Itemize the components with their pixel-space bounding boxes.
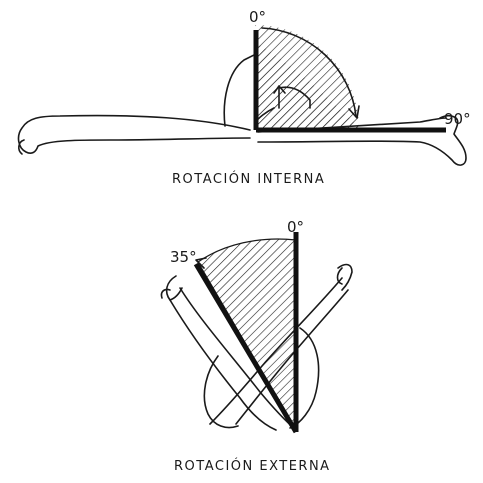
external-rotation-caption: ROTACIÓN EXTERNA — [174, 458, 331, 474]
internal-zero-label: 0° — [249, 8, 266, 26]
external-rotation-figure: 0° 35° ROTACIÓN EXTERNA — [161, 218, 352, 474]
external-rotation-hatched-sector — [198, 239, 296, 430]
internal-rotation-caption: ROTACIÓN INTERNA — [172, 171, 325, 187]
external-thirtyfive-label: 35° — [170, 248, 197, 266]
right-foot — [338, 265, 353, 290]
left-foot — [161, 276, 182, 300]
crossed-knee-left — [204, 356, 238, 428]
internal-rotation-figure: 0° 90° ROTACIÓN INTERNA — [19, 8, 471, 187]
left-leg-outline — [19, 116, 250, 154]
internal-ninety-label: 90° — [444, 110, 471, 128]
external-zero-label: 0° — [287, 218, 304, 236]
